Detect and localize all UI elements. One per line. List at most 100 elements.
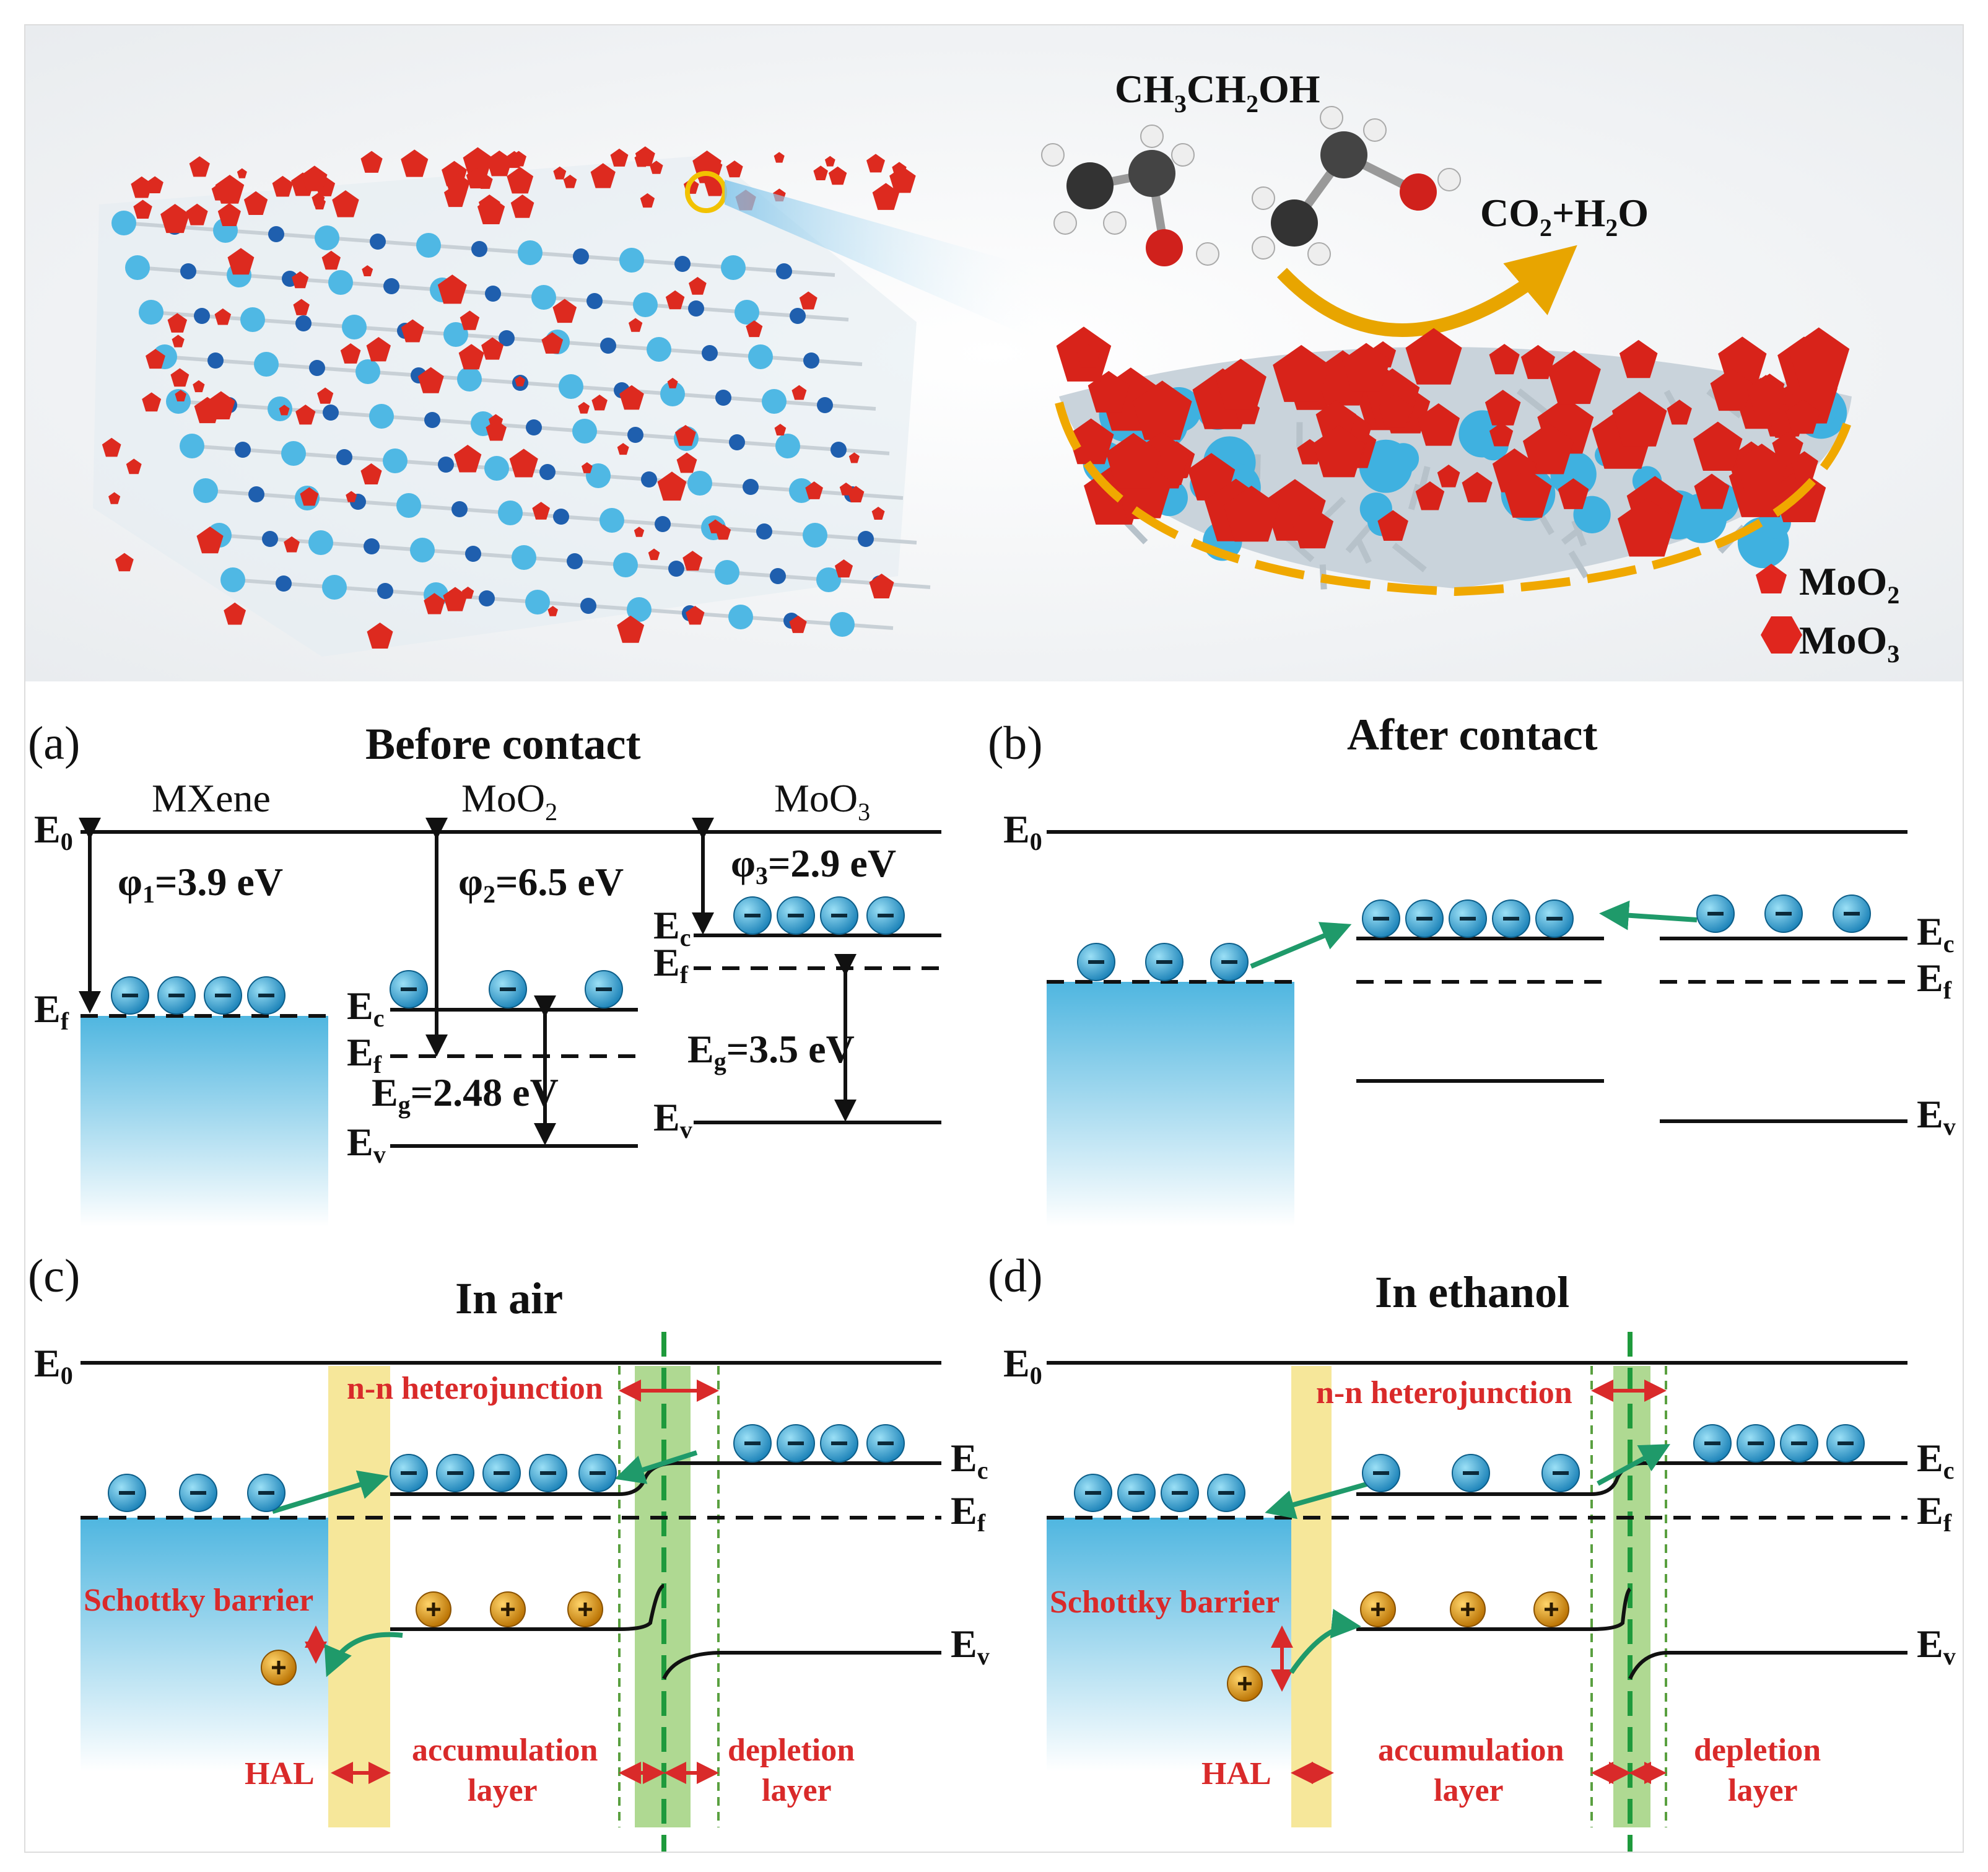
electron-icon	[777, 896, 815, 935]
product-formula: CO2+H2O	[1480, 191, 1649, 242]
atom	[559, 374, 583, 399]
atom	[816, 567, 841, 592]
panel-c-label: (c)	[28, 1250, 80, 1302]
electron-icon	[390, 1454, 428, 1492]
atom	[702, 345, 718, 361]
depletion-label-d1: depletion	[1694, 1733, 1821, 1768]
transfer-arrow-b1	[1250, 922, 1352, 969]
electron-icon	[1362, 1454, 1400, 1492]
atom	[180, 434, 204, 458]
atom	[539, 464, 556, 480]
atom	[336, 449, 352, 465]
atom	[512, 545, 536, 570]
atom	[743, 479, 759, 495]
electron-arrow-d1	[1265, 1481, 1370, 1520]
atom	[817, 397, 833, 413]
panel-a-title: Before contact	[365, 719, 641, 769]
atom	[309, 360, 325, 376]
electron-icon	[1452, 1454, 1490, 1492]
figure-border	[24, 24, 1964, 1853]
electron-icon	[390, 970, 428, 1008]
panel-b: (b) After contact E0 Ec Ef Ev	[988, 710, 1956, 1227]
electron-icon	[1696, 894, 1735, 933]
electron-icon	[1492, 899, 1530, 938]
zoom-beam	[725, 180, 1053, 347]
panel-d-title: In ethanol	[1375, 1267, 1569, 1317]
hal-band-c	[328, 1366, 390, 1827]
ec-label-c: Ec	[951, 1436, 988, 1484]
electron-icon	[179, 1474, 217, 1512]
accumulation-label-c2: layer	[468, 1773, 538, 1808]
e0-label: E0	[34, 807, 73, 855]
ef-label-mxene: Ef	[34, 987, 69, 1035]
atom	[688, 300, 704, 317]
hole-icon	[1533, 1591, 1569, 1627]
reaction-arrow	[1277, 245, 1577, 337]
moo3-label: MoO3	[774, 776, 870, 826]
hole-icon	[416, 1591, 451, 1627]
atom	[479, 590, 495, 606]
panel-b-title: After contact	[1347, 710, 1597, 759]
ev-label-moo2: Ev	[347, 1120, 386, 1168]
electron-icon	[733, 1424, 772, 1463]
phi3-label: φ3=2.9 eV	[731, 841, 896, 890]
hole-arrow-c	[324, 1632, 403, 1677]
atom	[790, 308, 806, 324]
atom	[471, 241, 487, 257]
atom	[377, 583, 393, 599]
electron-icon	[489, 970, 527, 1008]
atom	[457, 367, 482, 391]
atom	[295, 315, 312, 331]
electron-icon	[1074, 1474, 1112, 1512]
atom	[715, 390, 731, 406]
electron-icon	[820, 896, 858, 935]
atom	[416, 233, 441, 258]
accumulation-label-d2: layer	[1434, 1773, 1504, 1808]
depletion-label-d2: layer	[1728, 1773, 1798, 1808]
atom	[531, 285, 556, 310]
phi1-label: φ1=3.9 eV	[118, 860, 283, 908]
legend-moo2: MoO2	[1799, 559, 1899, 609]
hal-label-d: HAL	[1201, 1756, 1271, 1791]
accumulation-label-d1: accumulation	[1378, 1733, 1564, 1768]
atom	[756, 523, 772, 540]
atom	[194, 308, 210, 324]
atom	[674, 256, 691, 272]
panel-b-label: (b)	[988, 717, 1043, 769]
depletion-label-c2: layer	[762, 1773, 832, 1808]
electron-icon	[247, 1474, 286, 1512]
hal-band-d	[1291, 1366, 1332, 1827]
pentagon-icon	[1756, 564, 1787, 593]
hole-icon	[567, 1591, 603, 1627]
atom	[627, 597, 652, 622]
electron-icon	[1826, 1424, 1865, 1463]
atom	[499, 330, 515, 346]
atom	[586, 463, 611, 488]
electron-icon	[1145, 943, 1184, 981]
atom	[369, 404, 394, 429]
atom	[370, 234, 386, 250]
e0-label-b: E0	[1003, 807, 1042, 855]
electron-icon	[820, 1424, 858, 1463]
atom	[465, 546, 481, 562]
atom	[396, 493, 421, 518]
electron-icon	[1077, 943, 1115, 981]
atom	[193, 478, 218, 503]
panel-c: (c) In air E0 Ec Ef Ev n-n heterojunctio…	[28, 1250, 990, 1852]
atom	[803, 352, 819, 369]
atom	[235, 442, 251, 458]
ec-label-moo2: Ec	[347, 984, 384, 1032]
hole-icon	[1227, 1666, 1263, 1702]
atom	[328, 270, 353, 295]
atom	[125, 255, 150, 280]
electron-icon	[529, 1454, 567, 1492]
electron-icon	[866, 896, 905, 935]
atom	[573, 248, 589, 265]
ev-label-d: Ev	[1917, 1622, 1956, 1670]
atom	[248, 486, 264, 502]
atom	[323, 405, 339, 421]
atom	[276, 575, 292, 592]
atom	[322, 575, 347, 600]
atom	[139, 300, 163, 325]
